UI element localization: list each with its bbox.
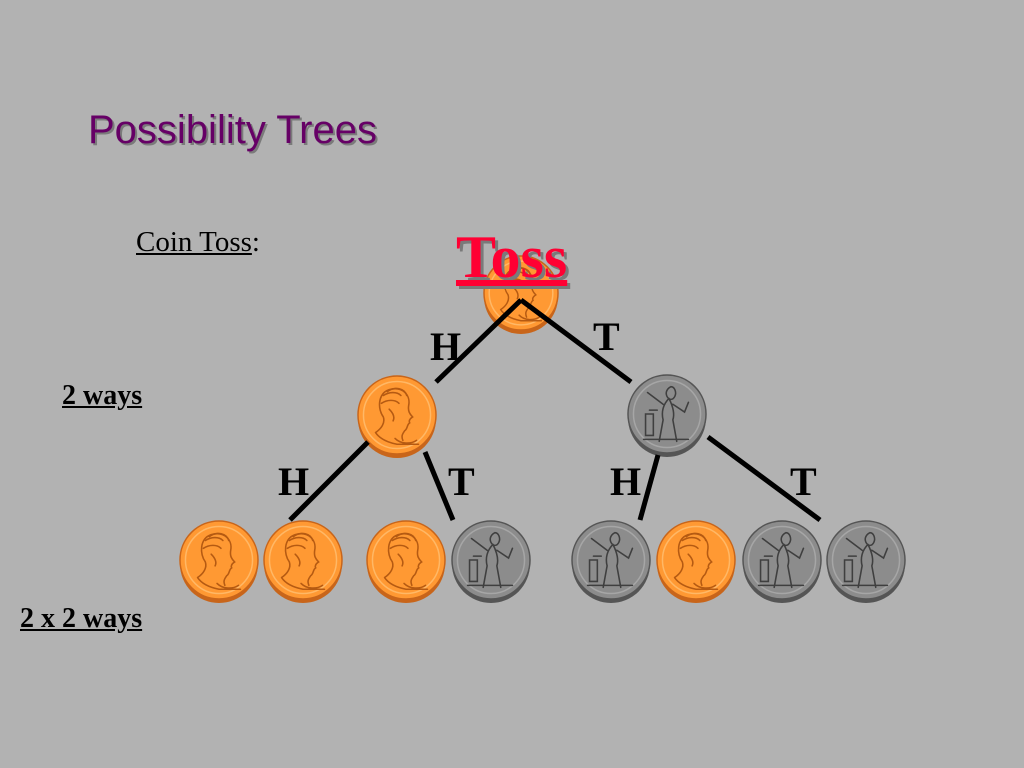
branch-line-heads-tails: [422, 451, 456, 521]
branch-line-root-tails: [519, 297, 633, 385]
coin-group: [179, 255, 906, 603]
branch-heads-heads-label: H: [278, 459, 310, 504]
coin-level2-8: [826, 520, 906, 603]
coin-level1-2: [627, 374, 707, 457]
coin-level2-2: [263, 520, 343, 603]
branch-line-tails-tails: [706, 434, 822, 523]
root-label-toss: Toss: [456, 224, 568, 290]
branch-root-tails-label: T: [593, 314, 620, 359]
coin-level2-4: [451, 520, 531, 603]
subtitle-colon: :: [251, 226, 260, 258]
level2-ways-label: 2 x 2 ways: [20, 603, 143, 634]
coin-level2-7: [742, 520, 822, 603]
branch-heads-tails-label: T: [448, 459, 475, 504]
branch-tails-tails-label: T: [790, 459, 817, 504]
level1-ways-label: 2 ways: [62, 380, 143, 411]
subtitle-label: Coin Toss: [136, 226, 252, 258]
coin-level2-3: [366, 520, 446, 603]
branch-lines: [288, 297, 822, 523]
branch-tails-heads-label: H: [610, 459, 642, 504]
branch-line-tails-heads: [637, 454, 661, 521]
branch-line-heads-heads: [288, 440, 370, 522]
slide-title: Possibility Trees: [88, 108, 377, 152]
branch-line-root-heads: [434, 298, 523, 384]
coin-level2-1: [179, 520, 259, 603]
subtitle: Coin Toss:: [136, 226, 260, 259]
coin-level2-6: [656, 520, 736, 603]
coin-level1-1: [357, 375, 437, 458]
coin-level2-5: [571, 520, 651, 603]
